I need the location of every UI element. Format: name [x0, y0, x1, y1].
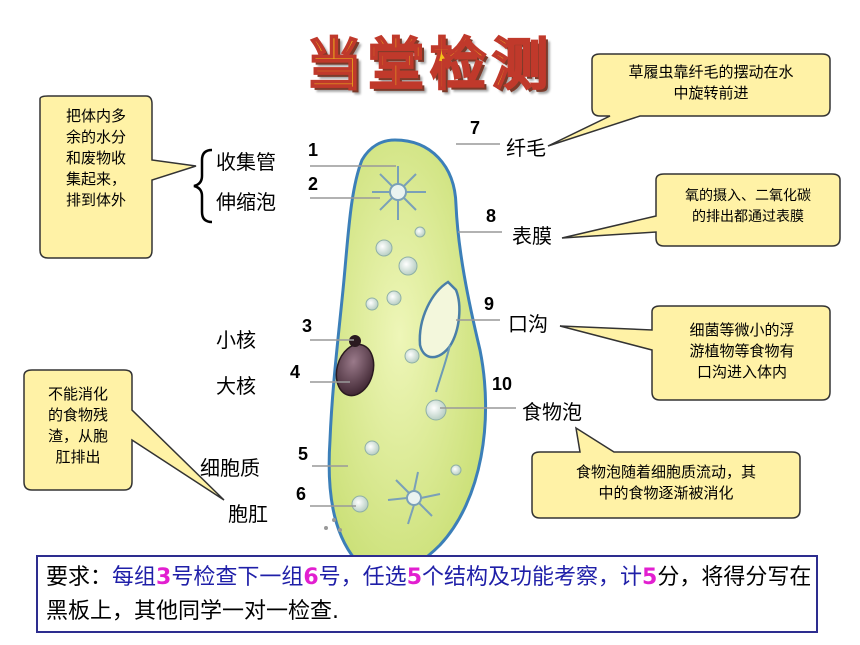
callout-line: 草履虫靠纤毛的摆动在水 — [628, 63, 794, 81]
highlight-number: 5 — [406, 565, 422, 590]
callout-bubble-membrane — [561, 173, 841, 247]
callout-line: 中旋转前进 — [673, 84, 749, 102]
gullet — [435, 344, 451, 393]
brace — [193, 148, 213, 224]
leader-lines — [310, 143, 516, 507]
label-pellicle: 表膜 — [512, 224, 552, 248]
number-6: 6 — [296, 484, 307, 504]
requirement-text: 要求：每组3号检查下一组6号，任选5个结构及功能考察，计5分，将得分写在黑板上，… — [46, 561, 814, 629]
callout-bubble-cilia — [547, 53, 831, 147]
number-3: 3 — [302, 316, 313, 336]
callout-cilia: 草履虫靠纤毛的摆动在水 中旋转前进 — [596, 62, 826, 104]
callout-groove: 细菌等微小的浮 游植物等食物有 口沟进入体内 — [660, 320, 824, 383]
requirement-part: 号，任选 — [318, 565, 407, 590]
label-cilia: 纤毛 — [506, 136, 546, 160]
callout-line: 把体内多 — [65, 107, 126, 125]
callout-line: 食物泡随着细胞质流动，其 — [575, 463, 756, 481]
callout-bubble-water — [39, 95, 197, 259]
contractile-vacuole-top — [372, 166, 426, 220]
callout-line: 氧的摄入、二氧化碳 — [685, 188, 811, 204]
label-collecting-canal: 收集管 — [216, 150, 276, 174]
label-anal-pore: 胞肛 — [228, 502, 268, 526]
number-9: 9 — [484, 294, 495, 314]
highlight-number: 6 — [303, 565, 319, 590]
oral-groove — [418, 280, 461, 359]
requirement-part: 每组 — [112, 565, 157, 590]
requirement-part: 分，将得分写在黑板上，其他同学一对一检查. — [46, 565, 812, 624]
callout-line: 的排出都通过表膜 — [692, 209, 804, 225]
callout-line: 排到体外 — [65, 191, 126, 209]
requirement-box: 要求：每组3号检查下一组6号，任选5个结构及功能考察，计5分，将得分写在黑板上，… — [36, 555, 818, 633]
label-contractile-vacuole: 伸缩泡 — [216, 190, 276, 214]
callout-bubble-anal — [23, 369, 225, 501]
contractile-vacuole-bottom — [387, 471, 441, 525]
requirement-lead: 要求： — [46, 565, 113, 590]
callout-line: 肛排出 — [55, 448, 101, 466]
callout-line: 的食物残 — [47, 406, 108, 424]
highlight-number: 5 — [642, 565, 658, 590]
label-food-vacuole: 食物泡 — [522, 400, 582, 424]
label-oral-groove: 口沟 — [508, 312, 548, 336]
page-title: 当堂检测 — [305, 32, 554, 99]
callout-anal: 不能消化 的食物残 渣，从胞 肛排出 — [30, 384, 126, 468]
callout-bubble-groove — [559, 305, 831, 401]
number-4: 4 — [290, 362, 301, 382]
number-10: 10 — [492, 374, 513, 394]
number-2: 2 — [308, 174, 319, 194]
callout-line: 中的食物逐渐被消化 — [598, 484, 734, 502]
callout-line: 口沟进入体内 — [696, 363, 787, 381]
callout-membrane: 氧的摄入、二氧化碳 的排出都通过表膜 — [662, 186, 834, 228]
paramecium — [324, 138, 488, 577]
callout-line: 余的水分 — [65, 128, 126, 146]
requirement-part: 个结构及功能考察，计 — [422, 565, 643, 590]
requirement-part: 号检查下一组 — [171, 565, 304, 590]
label-micronucleus: 小核 — [216, 328, 256, 352]
callout-line: 游植物等食物有 — [689, 342, 795, 360]
callout-water: 把体内多 余的水分 和废物收 集起来， 排到体外 — [48, 106, 144, 211]
number-8: 8 — [486, 206, 497, 226]
callout-line: 集起来， — [65, 170, 126, 188]
micronucleus — [349, 335, 361, 347]
callout-line: 渣，从胞 — [47, 427, 108, 445]
label-macronucleus: 大核 — [216, 374, 256, 398]
callout-line: 不能消化 — [47, 385, 108, 403]
callout-line: 和废物收 — [65, 149, 126, 167]
callout-vacuole: 食物泡随着细胞质流动，其 中的食物逐渐被消化 — [538, 462, 794, 504]
callout-bubble-vacuole — [531, 426, 801, 519]
macronucleus — [335, 343, 375, 397]
callout-line: 细菌等微小的浮 — [689, 321, 795, 339]
number-7: 7 — [470, 118, 481, 138]
label-cytoplasm: 细胞质 — [200, 456, 260, 480]
number-1: 1 — [308, 140, 319, 160]
highlight-number: 3 — [156, 565, 172, 590]
number-5: 5 — [298, 444, 309, 464]
